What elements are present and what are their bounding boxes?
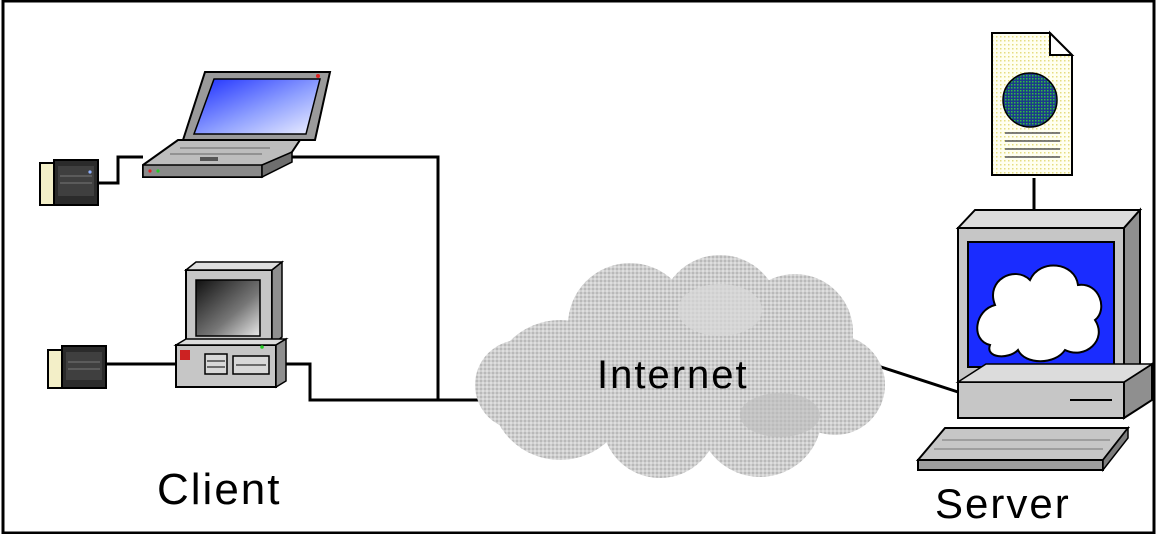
server-label: Server: [935, 480, 1071, 527]
laptop-icon: [143, 72, 330, 177]
desktop-network-cable: [285, 364, 485, 400]
server-network-cable: [878, 366, 958, 392]
internet-label: Internet: [597, 353, 749, 397]
laptop-printer-icon: [40, 160, 98, 205]
desktop-printer-icon: [48, 346, 106, 388]
web-page-document-icon: [992, 33, 1072, 175]
server-computer-icon: [918, 210, 1152, 470]
laptop-printer-cable: [98, 157, 143, 183]
client-label: Client: [157, 465, 282, 514]
desktop-computer-icon: [176, 262, 286, 387]
laptop-network-cable: [290, 157, 438, 400]
